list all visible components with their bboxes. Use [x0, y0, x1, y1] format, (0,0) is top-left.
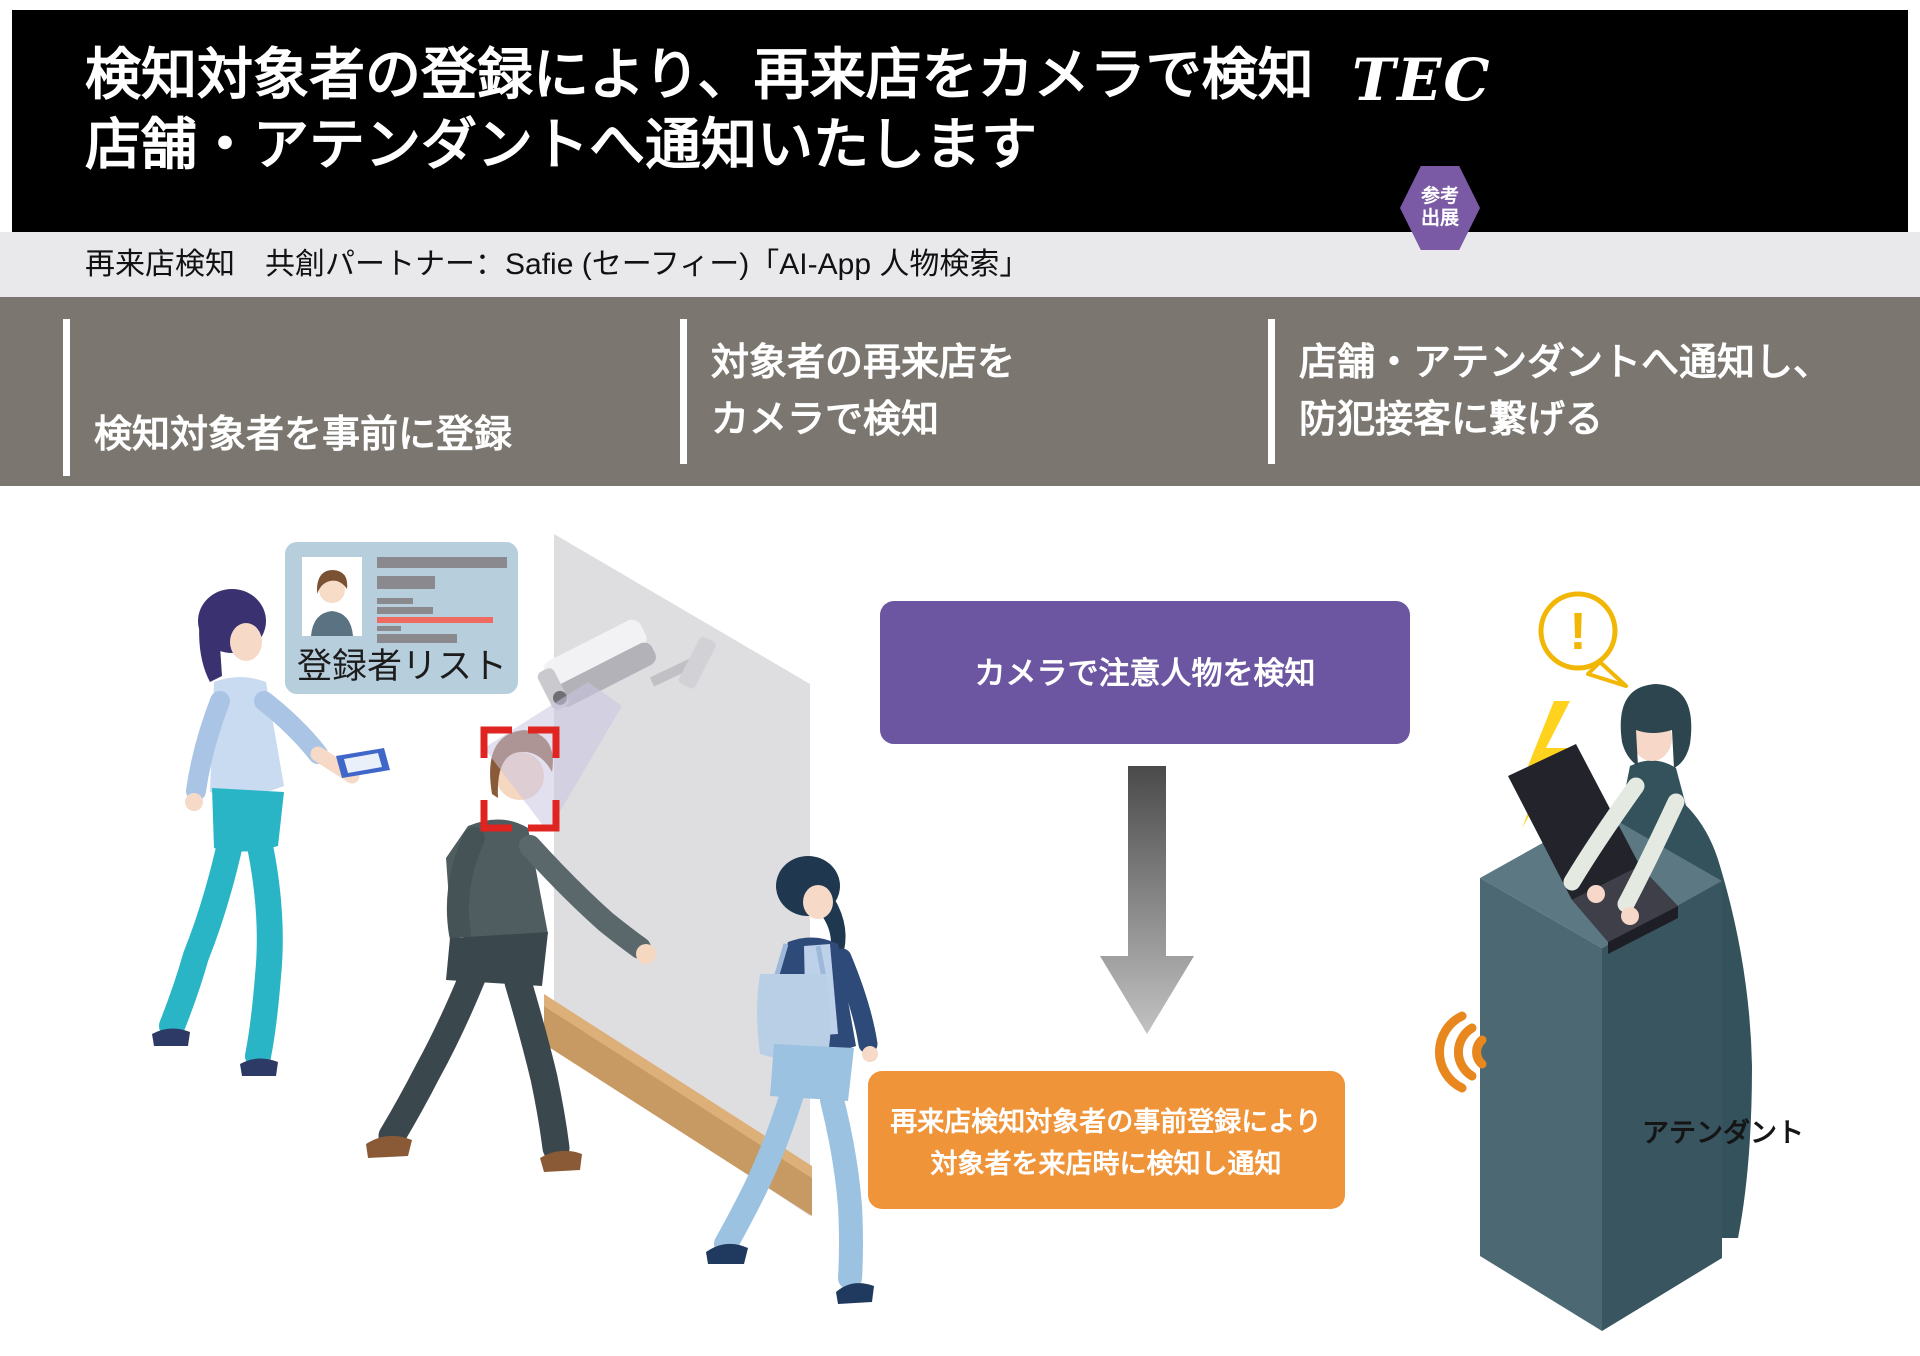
step-1-line-1: 検知対象者を事前に登録 — [94, 414, 513, 456]
back-leg — [159, 831, 243, 1039]
shoe — [540, 1150, 582, 1172]
step-2-line-2: カメラで検知 — [711, 398, 940, 441]
pedestrian-woman-right — [706, 856, 878, 1304]
notify-callout: 再来店検知対象者の事前登録により 対象者を来店時に検知し通知 — [868, 1071, 1345, 1209]
attendant-label: アテンダント — [1642, 1117, 1804, 1148]
attendant-near-arm — [1617, 793, 1685, 913]
laptop-screen — [1508, 744, 1640, 900]
front-leg — [245, 833, 283, 1069]
detect-box — [880, 601, 1410, 744]
camera-wall-plate — [678, 636, 716, 689]
face-detection-frame — [480, 726, 560, 832]
card-text-bar — [377, 626, 401, 631]
card-text-bar — [377, 557, 507, 568]
attendant-hair — [1620, 684, 1692, 768]
subtitle-bar: 再来店検知 共創パートナー：Safie (セーフィー)「AI-App 人物検索」 — [0, 232, 1920, 297]
attendant-far-arm — [1563, 777, 1645, 891]
down-arrow — [1100, 766, 1194, 1034]
shoe — [706, 1243, 748, 1264]
card-text-bar — [377, 634, 457, 643]
step-2-detect: 対象者の再来店を カメラで検知 — [680, 319, 1251, 464]
detect-box-text: カメラで注意人物を検知 — [975, 656, 1316, 691]
bag-straps — [773, 943, 827, 979]
detected-man — [366, 730, 656, 1172]
notify-box-line-1: 再来店検知対象者の事前登録により — [890, 1106, 1321, 1137]
title-line-2: 店舗・アテンダントへ通知いたします — [85, 113, 1037, 176]
near-arm — [832, 948, 878, 1054]
tote-bag — [757, 974, 831, 1060]
far-arm — [186, 691, 230, 801]
back-leg — [378, 964, 486, 1150]
registry-card: 登録者リスト — [285, 542, 518, 694]
notify-box — [868, 1071, 1345, 1209]
face — [230, 623, 262, 661]
step-2-line-1: 対象者の再来店を — [711, 341, 1016, 384]
front-leg — [820, 1088, 863, 1290]
card-avatar-face — [319, 577, 345, 603]
registry-card-label: 登録者リスト — [297, 647, 507, 686]
back-leg — [714, 1082, 804, 1256]
card-text-bar — [377, 576, 435, 589]
sandal — [152, 1028, 190, 1046]
near-arm — [519, 835, 651, 959]
subtitle-text: 再来店検知 共創パートナー：Safie (セーフィー)「AI-App 人物検索」 — [85, 248, 1030, 281]
shoe — [836, 1283, 874, 1304]
store-wall — [544, 534, 812, 1216]
baseboard-top — [544, 994, 812, 1178]
badge-line-2: 出展 — [1420, 208, 1459, 229]
laptop-base — [1608, 906, 1678, 954]
tec-logo: TEC — [1352, 46, 1492, 114]
step-1-register: 検知対象者を事前に登録 — [63, 319, 634, 476]
card-highlight-bar — [377, 617, 493, 623]
sandal — [240, 1058, 278, 1076]
title-line-1: 検知対象者の登録により、再来店をカメラで検知 — [85, 43, 1314, 106]
front-leg — [504, 968, 570, 1162]
face — [803, 885, 833, 919]
alert-bubble-tail — [1586, 660, 1628, 688]
illustration-scene: 登録者リスト — [152, 534, 1804, 1331]
alert-exclamation: ! — [1569, 603, 1586, 661]
step-3-line-2: 防犯接客に繋げる — [1299, 398, 1604, 441]
card-text-bar — [377, 598, 413, 604]
card-avatar-shoulders — [311, 611, 353, 636]
far-arm — [446, 827, 485, 945]
page-title: 検知対象者の登録により、再来店をカメラで検知 店舗・アテンダントへ通知いたします — [85, 40, 1314, 180]
step-3-line-1: 店舗・アテンダントへ通知し、 — [1299, 341, 1832, 384]
steps-band: 検知対象者を事前に登録 対象者の再来店を カメラで検知 店舗・アテンダントへ通知… — [0, 297, 1920, 486]
badge-line-1: 参考 — [1420, 186, 1459, 207]
detect-callout: カメラで注意人物を検知 — [880, 601, 1410, 744]
podium-side — [1602, 881, 1722, 1331]
header-banner: 検知対象者の登録により、再来店をカメラで検知 店舗・アテンダントへ通知いたします… — [12, 10, 1908, 232]
wifi-signal-icon — [1435, 1011, 1487, 1093]
alert-bubble — [1538, 591, 1618, 671]
step-3-notify: 店舗・アテンダントへ通知し、 防犯接客に繋げる — [1268, 319, 1919, 464]
notify-box-line-2: 対象者を来店時に検知し通知 — [931, 1148, 1282, 1179]
attendant-scene: ! — [1435, 591, 1804, 1331]
card-text-bar — [377, 607, 433, 614]
card-avatar-hair — [317, 570, 348, 594]
baseboard-front — [544, 1006, 812, 1216]
podium-front — [1480, 878, 1602, 1331]
shoe — [366, 1135, 412, 1158]
pedestrian-woman-left — [152, 589, 390, 1076]
